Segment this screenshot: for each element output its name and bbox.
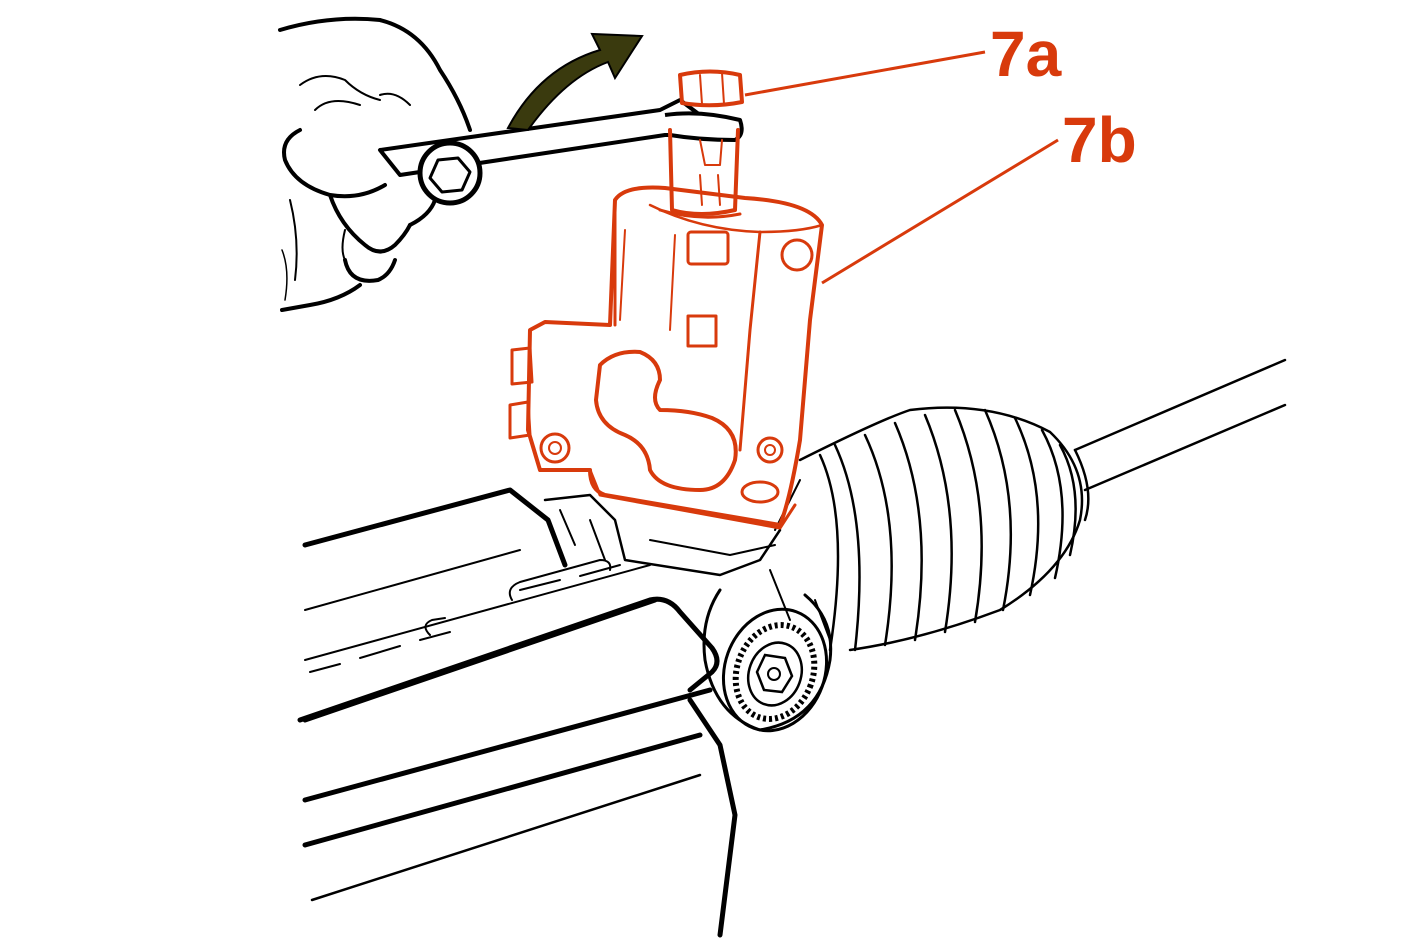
leader-line-7a bbox=[744, 50, 986, 97]
rack-housing bbox=[297, 358, 1287, 938]
end-nut bbox=[721, 607, 829, 733]
valve-housing bbox=[508, 69, 824, 530]
leader-line-7b bbox=[821, 138, 1059, 285]
callout-7b: 7b bbox=[1062, 104, 1137, 176]
wrench-icon bbox=[378, 98, 744, 206]
curved-arrow-icon bbox=[506, 32, 644, 132]
callout-7a: 7a bbox=[990, 18, 1062, 90]
bellows-boot bbox=[798, 406, 1090, 652]
